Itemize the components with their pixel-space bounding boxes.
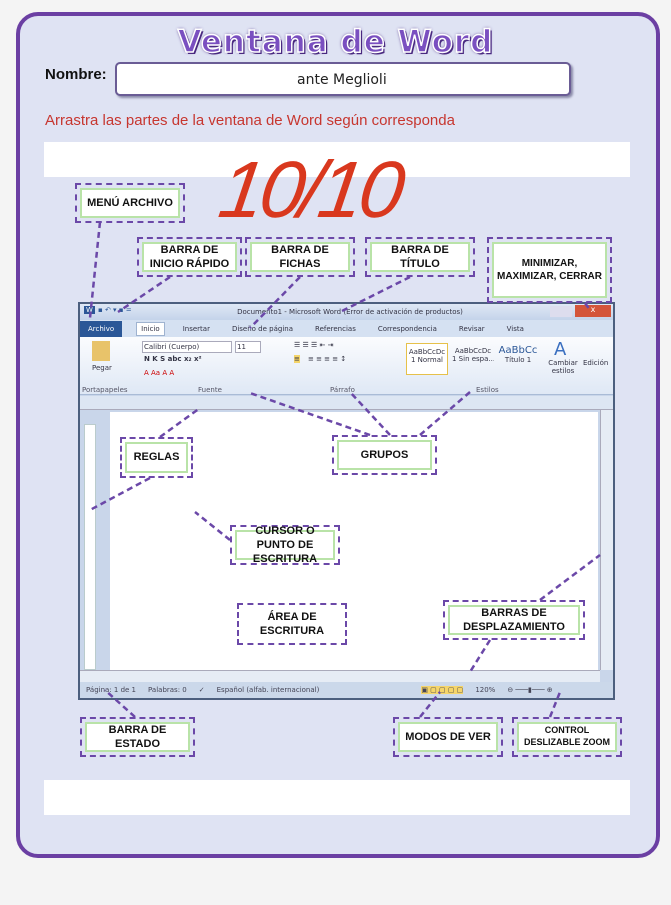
instructions: Arrastra las partes de la ventana de Wor…: [45, 112, 455, 129]
horizontal-ruler[interactable]: [80, 396, 613, 410]
answer-drop-zone-bottom[interactable]: [44, 780, 630, 815]
word-icon: W: [84, 306, 95, 314]
tab-inicio[interactable]: Inicio: [136, 321, 165, 336]
style-sample: AaBbCcDc: [408, 348, 446, 356]
label-zoom[interactable]: CONTROL DESLIZABLE ZOOM: [512, 717, 622, 757]
label-area[interactable]: ÁREA DE ESCRITURA: [237, 603, 347, 645]
label-min-max[interactable]: MINIMIZAR, MAXIMIZAR, CERRAR: [487, 237, 612, 303]
status-words[interactable]: Palabras: 0: [148, 686, 187, 694]
label-cursor[interactable]: CURSOR O PUNTO DE ESCRITURA: [230, 525, 340, 565]
tab-revisar[interactable]: Revisar: [458, 324, 485, 333]
status-language[interactable]: Español (alfab. internacional): [216, 686, 320, 694]
tab-diseno[interactable]: Diseño de página: [231, 324, 294, 333]
tab-referencias[interactable]: Referencias: [315, 324, 356, 333]
font-select[interactable]: Calibri (Cuerpo): [142, 341, 232, 353]
paste-label: Pegar: [92, 364, 112, 372]
vertical-ruler[interactable]: [84, 424, 96, 670]
align-buttons[interactable]: ≡ ≡ ≡ ≡ ↕: [308, 355, 347, 363]
label-fichas[interactable]: BARRA DE FICHAS: [245, 237, 355, 277]
close-icon[interactable]: x: [575, 305, 611, 317]
label-text: CURSOR O PUNTO DE ESCRITURA: [235, 525, 335, 565]
label-text: BARRA DE INICIO RÁPIDO: [142, 242, 237, 272]
label-text: GRUPOS: [337, 440, 432, 470]
label-text: MODOS DE VER: [398, 722, 498, 752]
label-text: REGLAS: [125, 442, 188, 473]
minimize-maximize-icons[interactable]: [550, 306, 572, 317]
group-portapapeles: Portapapeles: [82, 386, 128, 394]
style-name: Título 1: [504, 356, 532, 364]
view-modes-icons[interactable]: ▣ ▢ ▢ ▢ ▢: [421, 686, 464, 694]
label-text: BARRAS DE DESPLAZAMIENTO: [448, 605, 580, 635]
vertical-scrollbar[interactable]: [600, 410, 613, 670]
size-select[interactable]: 11: [235, 341, 261, 353]
status-bar: Página: 1 de 1 Palabras: 0 ✓ Español (al…: [80, 682, 613, 698]
style-sample: AaBbCcDc: [454, 347, 492, 355]
editing-button[interactable]: Edición: [583, 359, 609, 367]
styles-icon: A: [554, 339, 567, 360]
worksheet-title: Ventana de Word: [177, 23, 494, 61]
name-field[interactable]: ante Meglioli: [115, 62, 571, 96]
zoom-level[interactable]: 120%: [475, 686, 496, 694]
align-left-button[interactable]: ≡: [294, 355, 300, 363]
style-name: 1 Sin espa...: [452, 355, 494, 363]
tab-correspondencia[interactable]: Correspondencia: [377, 324, 437, 333]
change-styles-button[interactable]: Cambiar estilos: [548, 359, 578, 375]
name-label: Nombre:: [45, 66, 107, 83]
label-text: BARRA DE FICHAS: [250, 242, 350, 272]
window-title: Documento1 - Microsoft Word (Error de ac…: [237, 308, 463, 316]
label-text: MENÚ ARCHIVO: [80, 188, 180, 218]
quick-access-icons: ▪ ↶ ▾ ▪ =: [98, 306, 132, 314]
ribbon-tabs: Archivo Inicio Insertar Diseño de página…: [80, 320, 613, 337]
tab-vista[interactable]: Vista: [506, 324, 524, 333]
ribbon: Pegar Calibri (Cuerpo) 11 N K S abc x₂ x…: [80, 337, 613, 395]
label-titulo[interactable]: BARRA DE TÍTULO: [365, 237, 475, 277]
spellcheck-icon[interactable]: ✓: [198, 686, 205, 694]
tab-archivo[interactable]: Archivo: [80, 320, 123, 337]
horizontal-scrollbar[interactable]: [80, 670, 600, 682]
label-reglas[interactable]: REGLAS: [120, 437, 193, 478]
label-inicio-rapido[interactable]: BARRA DE INICIO RÁPIDO: [137, 237, 242, 277]
color-buttons[interactable]: A Aa A A: [144, 369, 175, 377]
label-menu-archivo[interactable]: MENÚ ARCHIVO: [75, 183, 185, 223]
group-estilos: Estilos: [476, 386, 499, 394]
group-parrafo: Párrafo: [330, 386, 355, 394]
label-estado[interactable]: BARRA DE ESTADO: [80, 717, 195, 757]
list-buttons[interactable]: ☰ ☰ ☰ ⇤ ⇥: [294, 341, 334, 349]
format-buttons[interactable]: N K S abc x₂ x²: [144, 355, 202, 363]
status-page[interactable]: Página: 1 de 1: [86, 686, 137, 694]
zoom-slider[interactable]: ⊖ ───▮─── ⊕: [507, 686, 553, 694]
style-name: 1 Normal: [410, 356, 443, 364]
label-grupos[interactable]: GRUPOS: [332, 435, 437, 475]
label-modos[interactable]: MODOS DE VER: [393, 717, 503, 757]
tab-insertar[interactable]: Insertar: [182, 324, 210, 333]
answer-drop-zone-top[interactable]: [44, 142, 630, 177]
label-text: BARRA DE TÍTULO: [370, 242, 470, 272]
label-text: BARRA DE ESTADO: [85, 722, 190, 752]
label-text: CONTROL DESLIZABLE ZOOM: [517, 722, 617, 752]
score-mark: 10/10: [213, 145, 407, 234]
label-desplazamiento[interactable]: BARRAS DE DESPLAZAMIENTO: [443, 600, 585, 640]
label-text: ÁREA DE ESCRITURA: [242, 608, 342, 640]
style-sample: AaBbCc: [498, 345, 538, 356]
title-bar: W ▪ ↶ ▾ ▪ = Documento1 - Microsoft Word …: [80, 304, 613, 320]
group-fuente: Fuente: [198, 386, 222, 394]
paste-icon[interactable]: [92, 341, 110, 361]
label-text: MINIMIZAR, MAXIMIZAR, CERRAR: [492, 242, 607, 298]
